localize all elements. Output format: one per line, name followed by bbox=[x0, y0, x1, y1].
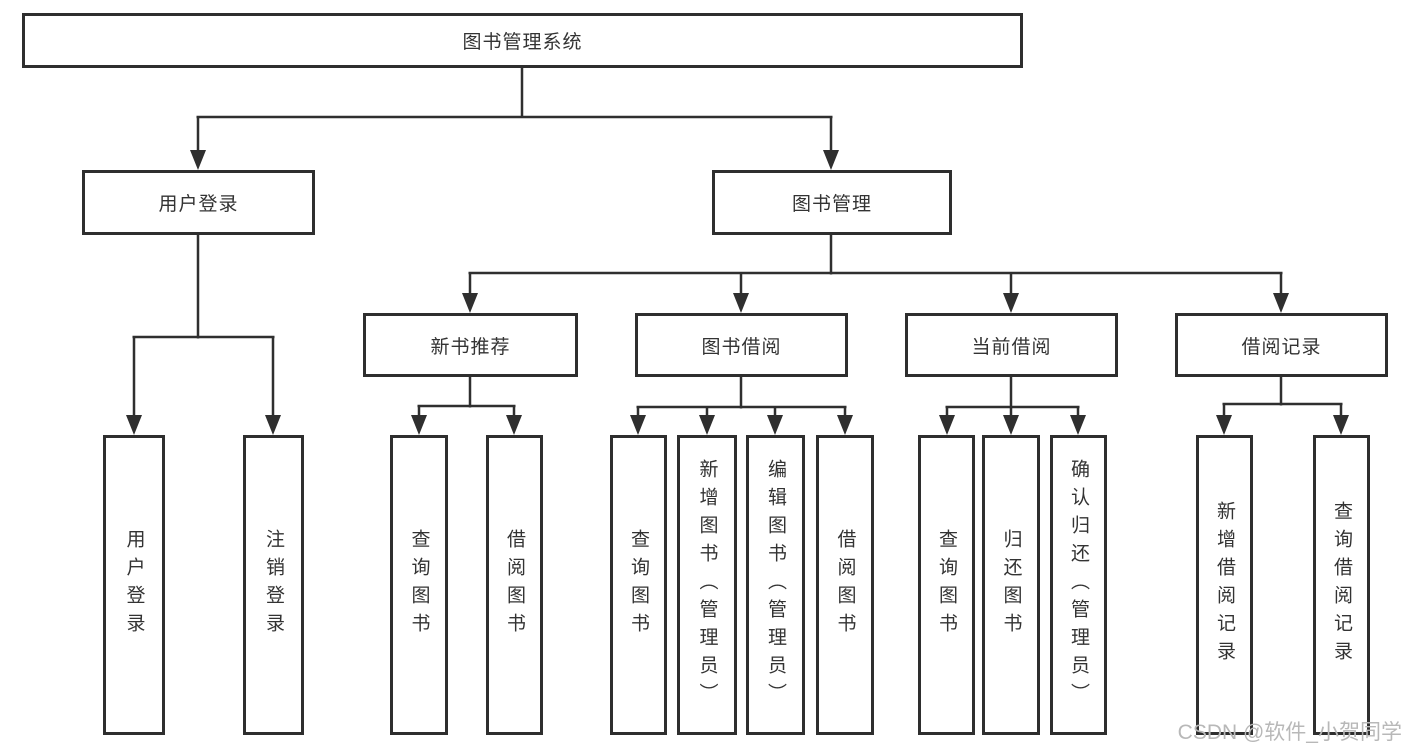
connector-book-borrowing-to-leaves bbox=[630, 377, 853, 435]
leaf-edit-book-admin: 编辑图书（管理员） bbox=[746, 435, 805, 735]
arrowhead bbox=[699, 415, 715, 435]
arrowhead bbox=[506, 415, 522, 435]
connector-root-to-level2 bbox=[190, 68, 839, 170]
arrowhead bbox=[767, 415, 783, 435]
connector-user-login-to-leaves bbox=[126, 235, 281, 435]
arrowhead bbox=[265, 415, 281, 435]
arrowhead bbox=[190, 150, 206, 170]
csdn-watermark: CSDN @软件_小贺同学 bbox=[1177, 721, 1402, 744]
connector-new-book-to-leaves bbox=[411, 377, 522, 435]
arrowhead bbox=[1070, 415, 1086, 435]
connector-current-borrowing-to-leaves bbox=[939, 377, 1086, 435]
arrowhead bbox=[823, 150, 839, 170]
node-book-borrowing: 图书借阅 bbox=[635, 313, 848, 377]
arrowhead bbox=[1333, 415, 1349, 435]
leaf-confirm-return-admin: 确认归还（管理员） bbox=[1050, 435, 1107, 735]
arrowhead bbox=[1003, 293, 1019, 313]
connector-book-management-to-level3 bbox=[462, 235, 1289, 313]
node-root-system: 图书管理系统 bbox=[22, 13, 1023, 68]
arrowhead bbox=[1273, 293, 1289, 313]
node-current-borrowing: 当前借阅 bbox=[905, 313, 1118, 377]
arrowhead bbox=[1216, 415, 1232, 435]
leaf-add-book-admin: 新增图书（管理员） bbox=[677, 435, 737, 735]
connector-borrowing-records-to-leaves bbox=[1216, 377, 1349, 435]
leaf-borrow-books-borrowing: 借阅图书 bbox=[816, 435, 874, 735]
arrowhead bbox=[939, 415, 955, 435]
node-user-login: 用户登录 bbox=[82, 170, 315, 235]
leaf-query-books-borrowing: 查询图书 bbox=[610, 435, 667, 735]
leaf-query-books-recommend: 查询图书 bbox=[390, 435, 448, 735]
arrowhead bbox=[462, 293, 478, 313]
leaf-query-borrow-record: 查询借阅记录 bbox=[1313, 435, 1370, 735]
leaf-borrow-books-recommend: 借阅图书 bbox=[486, 435, 543, 735]
leaf-user-login: 用户登录 bbox=[103, 435, 165, 735]
node-borrowing-records: 借阅记录 bbox=[1175, 313, 1388, 377]
arrowhead bbox=[837, 415, 853, 435]
arrowhead bbox=[1003, 415, 1019, 435]
leaf-logout: 注销登录 bbox=[243, 435, 304, 735]
leaf-add-borrow-record: 新增借阅记录 bbox=[1196, 435, 1253, 735]
arrowhead bbox=[126, 415, 142, 435]
node-new-book-recommend: 新书推荐 bbox=[363, 313, 578, 377]
arrowhead bbox=[411, 415, 427, 435]
arrowhead bbox=[733, 293, 749, 313]
leaf-query-books-current: 查询图书 bbox=[918, 435, 975, 735]
leaf-return-books: 归还图书 bbox=[982, 435, 1040, 735]
node-book-management: 图书管理 bbox=[712, 170, 952, 235]
arrowhead bbox=[630, 415, 646, 435]
